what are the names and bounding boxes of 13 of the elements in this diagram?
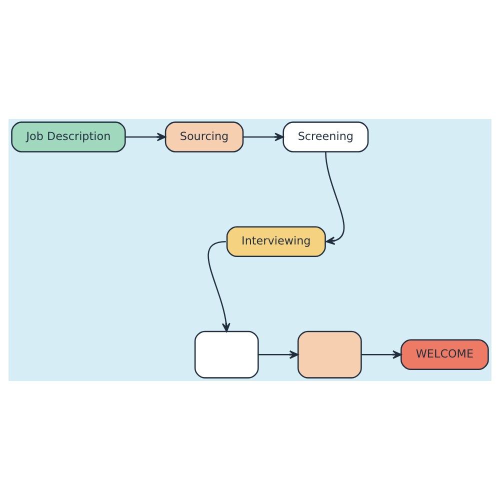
node-box: Sourcing bbox=[164, 122, 244, 152]
node-box: Screening bbox=[282, 122, 369, 152]
arrow bbox=[125, 132, 166, 142]
node-box bbox=[194, 330, 259, 378]
arrow bbox=[325, 152, 345, 245]
node-box: WELCOME bbox=[400, 339, 489, 370]
arrow bbox=[208, 240, 230, 332]
node-box bbox=[297, 330, 362, 378]
node-box: Job Description bbox=[11, 122, 126, 152]
arrow bbox=[258, 350, 298, 359]
arrow bbox=[243, 132, 284, 142]
arrow bbox=[361, 350, 402, 359]
node-box: Interviewing bbox=[226, 226, 326, 258]
